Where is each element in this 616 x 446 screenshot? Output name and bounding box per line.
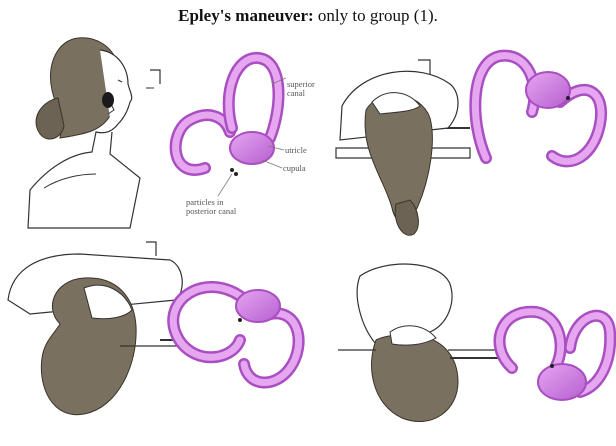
woman-profile bbox=[28, 38, 140, 228]
panel-4-rolled-side bbox=[338, 264, 610, 422]
caption-rest: only to group (1). bbox=[314, 6, 438, 25]
angle-marker bbox=[146, 70, 160, 88]
label-particles: particles in posterior canal bbox=[186, 198, 236, 216]
panel-3-supine-head-hanging bbox=[8, 242, 299, 415]
panel-1-seated bbox=[28, 38, 286, 228]
canal-diagram-3 bbox=[173, 287, 298, 383]
caption-bold: Epley's maneuver: bbox=[178, 6, 314, 25]
canal-diagram-1 bbox=[176, 58, 279, 176]
figure-caption: Epley's maneuver: only to group (1). bbox=[0, 6, 616, 26]
canal-diagram-2 bbox=[475, 56, 601, 162]
label-cupula: cupula bbox=[283, 164, 306, 173]
canal-diagram-4 bbox=[500, 312, 611, 400]
label-particles-line2: posterior canal bbox=[186, 207, 236, 216]
label-superior-canal: superior canal bbox=[287, 80, 315, 98]
label-superior-line2: canal bbox=[287, 89, 315, 98]
patient-3 bbox=[8, 254, 184, 415]
label-utricle: utricle bbox=[285, 146, 307, 155]
angle-marker-3 bbox=[146, 242, 156, 256]
patient-4 bbox=[338, 264, 498, 422]
panel-2-supine-head-turned bbox=[336, 56, 601, 236]
